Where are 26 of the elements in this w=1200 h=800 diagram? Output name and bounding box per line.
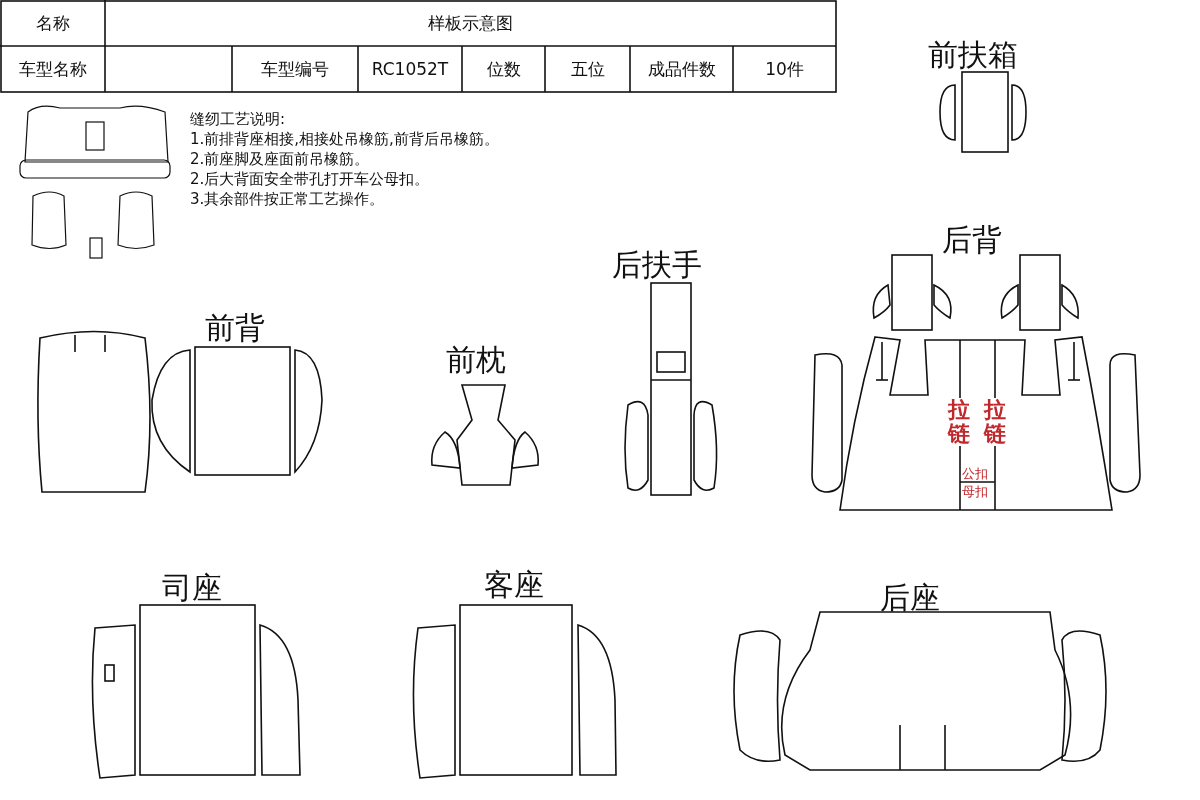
part-title: 后扶手 xyxy=(612,246,702,284)
zipper-label: 拉链 xyxy=(948,398,970,447)
table-header: 成品件数 xyxy=(646,57,717,81)
note-text: 1.前排背座相接,相接处吊橡筋,前背后吊橡筋。 xyxy=(190,130,499,148)
table-header: 名称 xyxy=(34,11,71,35)
table-header: 位数 xyxy=(485,57,522,81)
table-header: 车型编号 xyxy=(260,57,330,81)
table-value: 10件 xyxy=(764,57,805,81)
table-title: 样板示意图 xyxy=(427,11,514,35)
snap-label: 母扣 xyxy=(962,483,988,501)
part-title: 司座 xyxy=(162,569,222,607)
part-title: 前背 xyxy=(205,309,265,347)
snap-label: 公扣 xyxy=(962,465,988,483)
part-title: 客座 xyxy=(484,566,544,604)
note-text: 3.其余部件按正常工艺操作。 xyxy=(190,190,385,208)
table-value: RC1052T xyxy=(370,58,450,81)
note-heading: 缝纫工艺说明: xyxy=(190,110,286,128)
table-header: 车型名称 xyxy=(17,57,88,81)
table-value: 五位 xyxy=(569,57,606,81)
part-title: 后座 xyxy=(880,579,940,617)
note-text: 2.后大背面安全带孔打开车公母扣。 xyxy=(190,170,430,188)
note-text: 2.前座脚及座面前吊橡筋。 xyxy=(190,150,370,168)
part-title: 前枕 xyxy=(446,341,506,379)
part-title: 后背 xyxy=(942,221,1002,259)
zipper-label: 拉链 xyxy=(984,398,1006,447)
part-title: 前扶箱 xyxy=(928,36,1018,74)
